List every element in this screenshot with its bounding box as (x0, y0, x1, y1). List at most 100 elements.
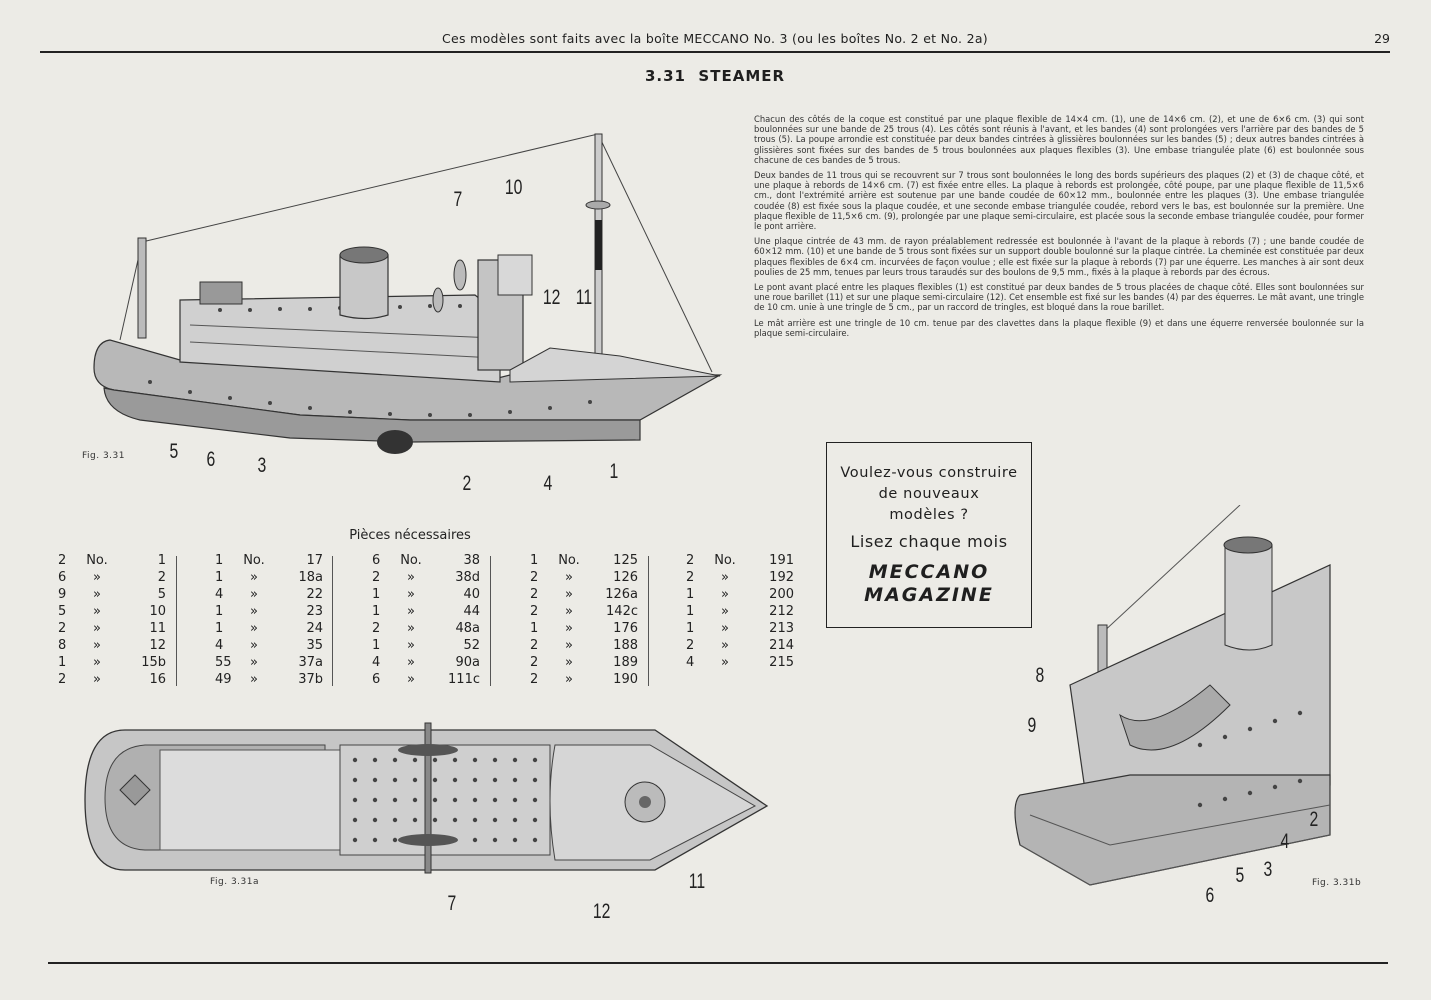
part-quantity: 1 (372, 604, 381, 619)
part-unit: » (407, 570, 415, 585)
part-number: 11 (149, 621, 166, 636)
part-quantity: 2 (530, 604, 539, 619)
callout-8b: 8 (1035, 664, 1045, 687)
description: Chacun des côtés de la coque est constit… (754, 114, 1364, 343)
part-quantity: 49 (215, 672, 232, 687)
part-quantity: 4 (215, 638, 224, 653)
callout-9b: 9 (1027, 714, 1037, 737)
ad-line6: MAGAZINE (864, 584, 994, 606)
callout-11a: 11 (688, 870, 706, 893)
parts-column-divider (176, 556, 177, 686)
part-quantity: 55 (215, 655, 232, 670)
part-number: 1 (157, 553, 166, 568)
part-unit: » (407, 638, 415, 653)
part-number: 38d (455, 570, 480, 585)
part-unit: » (250, 604, 258, 619)
part-quantity: 2 (372, 621, 381, 636)
part-quantity: 4 (215, 587, 224, 602)
part-unit: No. (400, 553, 422, 568)
part-quantity: 2 (58, 672, 67, 687)
part-unit: No. (243, 553, 265, 568)
part-unit: » (250, 587, 258, 602)
part-number: 17 (306, 553, 323, 568)
part-unit: » (721, 655, 729, 670)
part-number: 214 (769, 638, 794, 653)
parts-row: 4»90a (372, 655, 522, 672)
part-quantity: 4 (686, 655, 695, 670)
part-number: 90a (455, 655, 480, 670)
part-unit: No. (558, 553, 580, 568)
magazine-ad: Voulez-vous construire de nouveaux modèl… (826, 442, 1032, 628)
part-quantity: 2 (530, 570, 539, 585)
part-number: 126 (613, 570, 638, 585)
part-number: 142c (606, 604, 638, 619)
callout-2b: 2 (1309, 808, 1319, 831)
part-unit: No. (86, 553, 108, 568)
part-quantity: 2 (58, 553, 67, 568)
part-unit: » (407, 655, 415, 670)
callout-3: 3 (257, 454, 267, 477)
description-paragraph: Deux bandes de 11 trous qui se recouvren… (754, 170, 1364, 232)
part-number: 22 (306, 587, 323, 602)
part-number: 2 (157, 570, 166, 585)
part-number: 200 (769, 587, 794, 602)
part-quantity: 2 (530, 638, 539, 653)
part-quantity: 1 (372, 587, 381, 602)
part-quantity: 1 (686, 587, 695, 602)
part-unit: » (93, 570, 101, 585)
part-number: 52 (463, 638, 480, 653)
callout-10: 10 (504, 176, 523, 199)
part-number: 15b (141, 655, 166, 670)
parts-row: 1»40 (372, 587, 522, 604)
callout-12a: 12 (592, 900, 611, 923)
part-unit: » (721, 621, 729, 636)
part-unit: » (250, 621, 258, 636)
part-quantity: 2 (530, 672, 539, 687)
ad-line: Voulez-vous construire de nouveaux modèl… (827, 463, 1031, 526)
part-number: 192 (769, 570, 794, 585)
callout-3b: 3 (1263, 858, 1273, 881)
part-quantity: 1 (686, 604, 695, 619)
part-unit: » (407, 604, 415, 619)
steamer-stern-detail-illustration (1014, 505, 1331, 886)
callout-4: 4 (543, 472, 553, 495)
part-unit: » (93, 604, 101, 619)
part-quantity: 2 (686, 570, 695, 585)
part-number: 125 (613, 553, 638, 568)
part-number: 23 (306, 604, 323, 619)
figure-label-b: Fig. 3.31b (1312, 878, 1362, 888)
ad-line1: Voulez-vous construire (840, 465, 1018, 481)
part-unit: » (93, 638, 101, 653)
parts-row: 2»48a (372, 621, 522, 638)
callout-7a: 7 (447, 892, 457, 915)
callout-4b: 4 (1280, 830, 1290, 853)
parts-row: 2»190 (530, 672, 680, 689)
parts-row: 2 No. 1 (58, 553, 208, 570)
part-quantity: 1 (530, 621, 539, 636)
part-number: 189 (613, 655, 638, 670)
parts-column-divider (648, 556, 649, 686)
part-unit: » (407, 587, 415, 602)
callout-6b: 6 (1205, 884, 1215, 907)
parts-title: Pièces nécessaires (349, 528, 471, 543)
part-quantity: 6 (58, 570, 67, 585)
model-name: STEAMER (698, 67, 786, 85)
figure-label-a: Fig. 3.31a (210, 877, 260, 887)
part-quantity: 1 (686, 621, 695, 636)
model-number: 3.31 (644, 67, 686, 85)
parts-row: 8»12 (58, 638, 208, 655)
part-number: 44 (463, 604, 480, 619)
part-unit: » (721, 570, 729, 585)
page-number: 29 (1374, 31, 1390, 46)
part-quantity: 2 (372, 570, 381, 585)
part-unit: » (565, 655, 573, 670)
part-unit: » (93, 587, 101, 602)
part-quantity: 2 (58, 621, 67, 636)
model-title: 3.31 STEAMER (600, 67, 830, 85)
part-number: 188 (613, 638, 638, 653)
part-unit: » (407, 672, 415, 687)
